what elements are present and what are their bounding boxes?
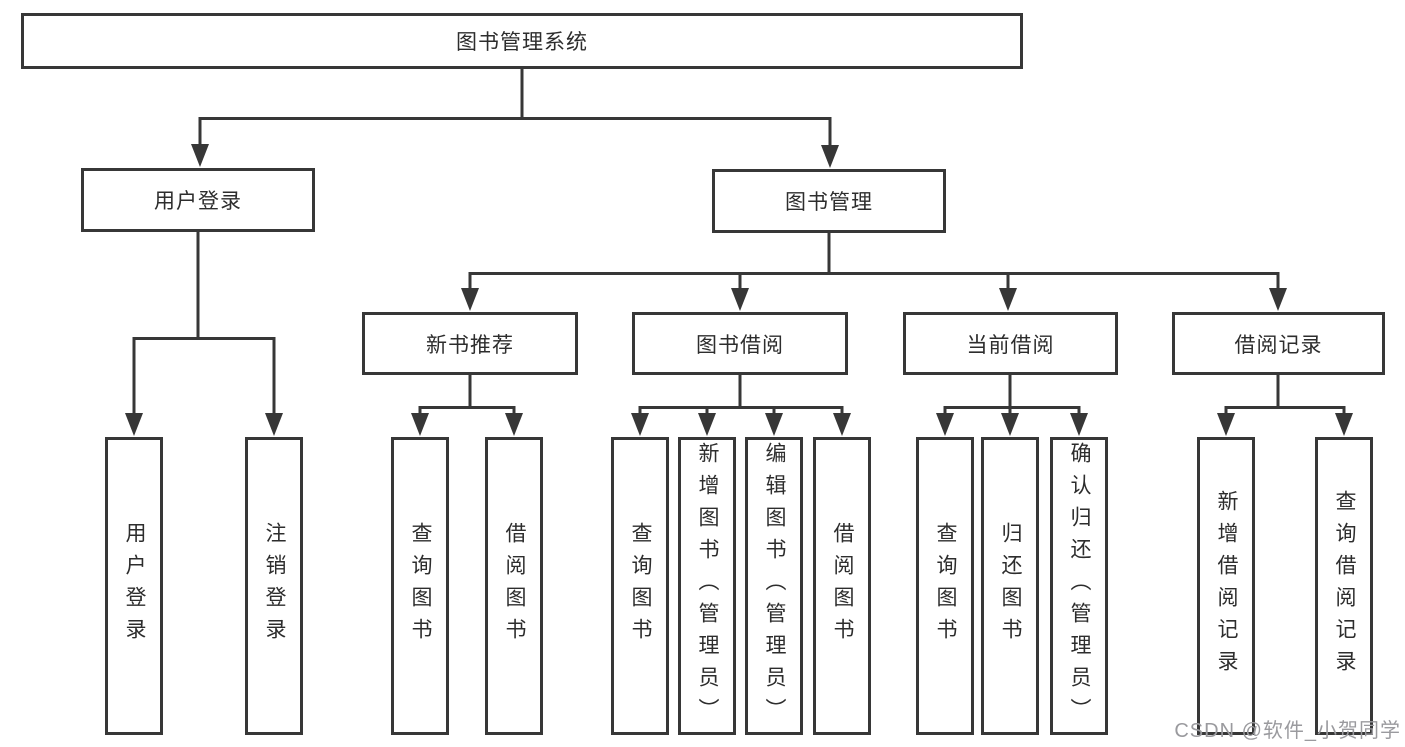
- leaf-user-login: 用户登录: [105, 437, 163, 735]
- leaf-borrow-edit-book-admin: 编辑图书（管理员）: [745, 437, 803, 735]
- node-current-borrow-label: 当前借阅: [966, 333, 1055, 357]
- leaf-record-add-borrow-record-label: 新增借阅记录: [1215, 490, 1238, 682]
- leaf-recommend-borrow-book-label: 借阅图书: [503, 522, 526, 650]
- leaf-user-login-label: 用户登录: [123, 522, 146, 650]
- leaf-borrow-edit-book-admin-label: 编辑图书（管理员）: [763, 442, 786, 730]
- leaf-record-query-borrow-record: 查询借阅记录: [1315, 437, 1373, 735]
- arrowhead-icons: [125, 144, 1353, 436]
- node-root: 图书管理系统: [21, 13, 1023, 69]
- leaf-current-confirm-return-admin: 确认归还（管理员）: [1050, 437, 1108, 735]
- leaf-recommend-query-book-label: 查询图书: [409, 522, 432, 650]
- node-book-borrow-label: 图书借阅: [696, 333, 784, 357]
- leaf-borrow-add-book-admin-label: 新增图书（管理员）: [696, 442, 719, 730]
- node-new-book-recommend-label: 新书推荐: [426, 333, 514, 357]
- leaf-recommend-borrow-book: 借阅图书: [485, 437, 543, 735]
- leaf-borrow-borrow-book-label: 借阅图书: [831, 522, 854, 650]
- node-current-borrow: 当前借阅: [903, 312, 1118, 375]
- node-book-management: 图书管理: [712, 169, 946, 233]
- leaf-borrow-query-book: 查询图书: [611, 437, 669, 735]
- leaf-current-return-book-label: 归还图书: [999, 522, 1022, 650]
- node-book-management-label: 图书管理: [785, 191, 873, 214]
- leaf-record-query-borrow-record-label: 查询借阅记录: [1333, 490, 1356, 682]
- node-borrow-record-label: 借阅记录: [1234, 333, 1323, 357]
- watermark: CSDN @软件_小贺同学: [1174, 720, 1401, 742]
- leaf-logout: 注销登录: [245, 437, 303, 735]
- node-user-login-label: 用户登录: [154, 190, 242, 213]
- node-book-borrow: 图书借阅: [632, 312, 848, 375]
- leaf-borrow-add-book-admin: 新增图书（管理员）: [678, 437, 736, 735]
- leaf-current-query-book: 查询图书: [916, 437, 974, 735]
- node-root-label: 图书管理系统: [456, 31, 588, 54]
- leaf-current-confirm-return-admin-label: 确认归还（管理员）: [1068, 442, 1091, 730]
- leaf-borrow-query-book-label: 查询图书: [629, 522, 652, 650]
- leaf-record-add-borrow-record: 新增借阅记录: [1197, 437, 1255, 735]
- leaf-current-query-book-label: 查询图书: [934, 522, 957, 650]
- leaf-recommend-query-book: 查询图书: [391, 437, 449, 735]
- node-new-book-recommend: 新书推荐: [362, 312, 578, 375]
- node-user-login: 用户登录: [81, 168, 315, 232]
- node-borrow-record: 借阅记录: [1172, 312, 1385, 375]
- leaf-current-return-book: 归还图书: [981, 437, 1039, 735]
- leaf-logout-label: 注销登录: [263, 522, 286, 650]
- leaf-borrow-borrow-book: 借阅图书: [813, 437, 871, 735]
